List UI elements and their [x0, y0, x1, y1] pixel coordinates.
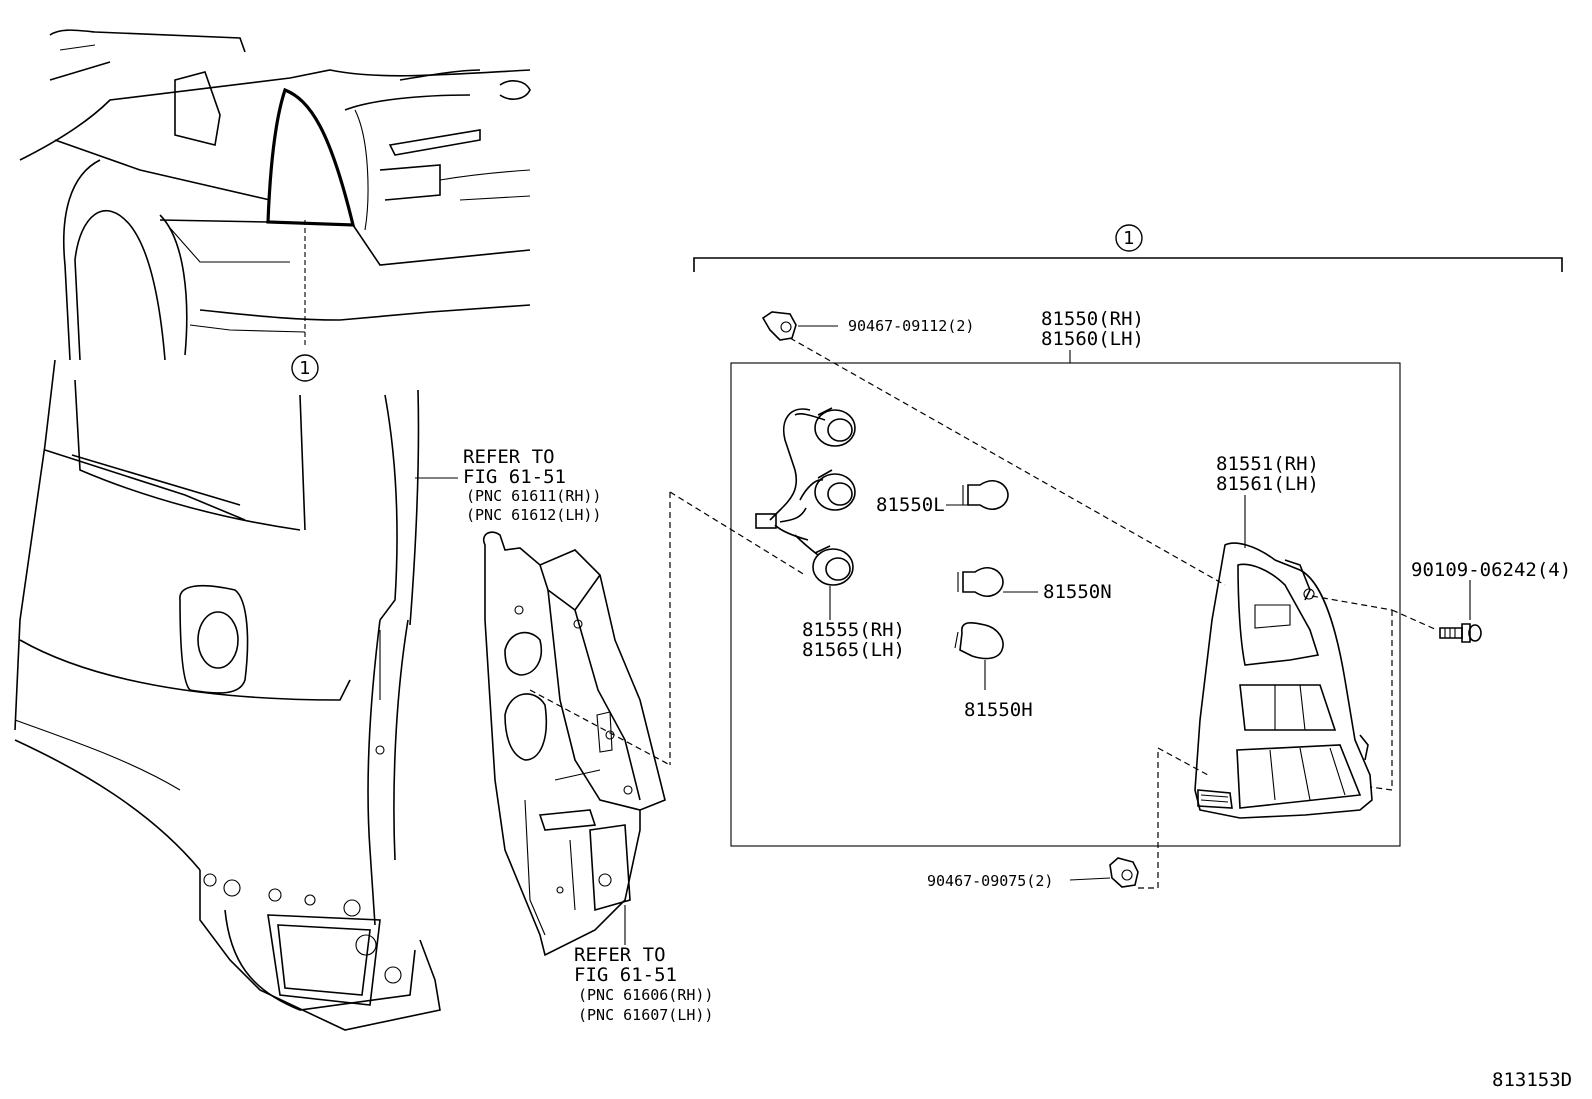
assembly-label-lh: 81560(LH) [1041, 328, 1144, 350]
diagram-id: 813153D [1492, 1069, 1572, 1091]
alignment-dashes-left [529, 491, 806, 766]
assembly-bracket: 1 [693, 224, 1563, 272]
reference-upper-pnc-rh: (PNC 61611(RH)) [466, 487, 601, 505]
bulb-l-label: 81550L [876, 494, 945, 516]
quarter-panel-illustration [14, 359, 441, 1031]
inner-panel-illustration [482, 531, 666, 957]
bulb-h-label: 81550H [964, 699, 1033, 721]
clip-top-label: 90467-09112(2) [848, 317, 974, 335]
socket-label-rh: 81555(RH) [802, 619, 905, 641]
alignment-dashes-right [1311, 595, 1438, 791]
clip-bottom-icon [1109, 857, 1139, 888]
socket-harness-illustration [755, 407, 856, 586]
reference-lower-line2: FIG 61-51 [574, 964, 677, 986]
assembly-label-rh: 81550(RH) [1041, 308, 1144, 330]
tail-lamp-lens-illustration [1194, 542, 1373, 819]
socket-label-lh: 81565(LH) [802, 639, 905, 661]
assembly-callout-number: 1 [1123, 228, 1134, 249]
bulb-n-icon [957, 567, 1004, 597]
reference-lower: REFER TO FIG 61-51 (PNC 61606(RH)) (PNC … [574, 944, 713, 1024]
reference-upper-pnc-lh: (PNC 61612(LH)) [466, 506, 601, 524]
clip-bottom-leader [1069, 877, 1111, 881]
reference-lower-pnc-lh: (PNC 61607(LH)) [578, 1006, 713, 1024]
lens-label-lh: 81561(LH) [1216, 473, 1319, 495]
reference-lower-line1: REFER TO [574, 944, 666, 966]
bulb-n-label: 81550N [1043, 581, 1112, 603]
vehicle-overview-illustration [19, 29, 531, 361]
screw-label: 90109-06242(4) [1411, 559, 1571, 581]
callout-number: 1 [299, 358, 310, 379]
clip-top-dash [789, 337, 1226, 586]
reference-upper-line2: FIG 61-51 [463, 466, 566, 488]
reference-upper-line1: REFER TO [463, 446, 555, 468]
reference-upper: REFER TO FIG 61-51 (PNC 61611(RH)) (PNC … [463, 446, 601, 524]
bulb-h-icon [954, 621, 1004, 660]
assembly-box [730, 362, 1401, 847]
lens-label-rh: 81551(RH) [1216, 453, 1319, 475]
clip-top-icon [761, 311, 797, 341]
clip-bottom-dashes [1138, 747, 1209, 889]
bulb-l-icon [962, 480, 1009, 510]
clip-bottom-label: 90467-09075(2) [927, 872, 1053, 890]
reference-lower-pnc-rh: (PNC 61606(RH)) [578, 986, 713, 1004]
screw-icon [1439, 623, 1482, 643]
callout-circle-vehicle: 1 [291, 354, 319, 382]
